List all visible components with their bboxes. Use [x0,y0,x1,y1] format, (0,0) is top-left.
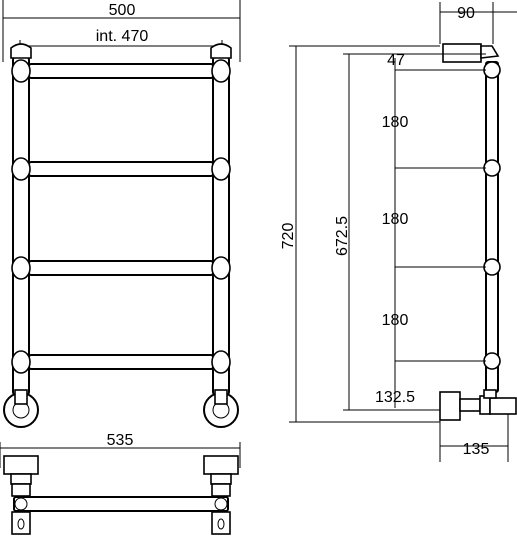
label-672-5: 672.5 [334,216,351,256]
left-valve-body [11,483,31,535]
label-132-5: 132.5 [375,389,415,406]
left-valve [3,389,39,428]
left-bracket-inner [10,473,32,485]
bar-1 [28,63,214,79]
right-valve-body [211,483,231,535]
bottom-view: 535 [0,432,241,535]
side-view: 90 720 [280,2,517,462]
bottom-crossbar [13,496,229,512]
label-180-a: 180 [382,114,409,131]
side-bottom-valve [439,389,517,421]
right-upright [212,56,230,396]
label-180-b: 180 [382,211,409,228]
label-180-c: 180 [382,312,409,329]
label-135: 135 [463,441,490,458]
label-47: 47 [387,52,405,69]
bar-3 [28,260,214,276]
right-bracket [203,455,239,475]
label-int-470: int. 470 [96,28,149,45]
label-535: 535 [107,432,134,449]
label-90: 90 [457,5,475,22]
right-bracket-inner [210,473,232,485]
left-upright [12,56,30,396]
top-bracket-arm [480,45,500,59]
joints [11,59,231,374]
front-view: 500 int. 470 [2,0,241,428]
top-wall-bracket [442,43,482,63]
dim-side-depth-top: 90 [439,2,517,44]
dim-front-interaxis: int. 470 [19,28,223,52]
bar-2 [28,161,214,177]
side-upright [485,61,499,393]
bar-4 [28,354,214,370]
dim-bottom-total-width: 535 [0,432,241,468]
right-valve [203,389,239,428]
label-720: 720 [280,223,297,250]
dim-side-height-inner: 672.5 [334,53,486,411]
right-top-cap [210,43,232,59]
dim-side-height-total: 720 [280,45,440,423]
dim-front-overall-width: 500 [2,0,241,62]
left-top-cap [10,43,32,59]
horizontal-bars [28,63,214,370]
left-bracket [3,455,39,475]
dim-side-depth-bottom: 135 [439,414,509,462]
label-500: 500 [109,2,136,19]
